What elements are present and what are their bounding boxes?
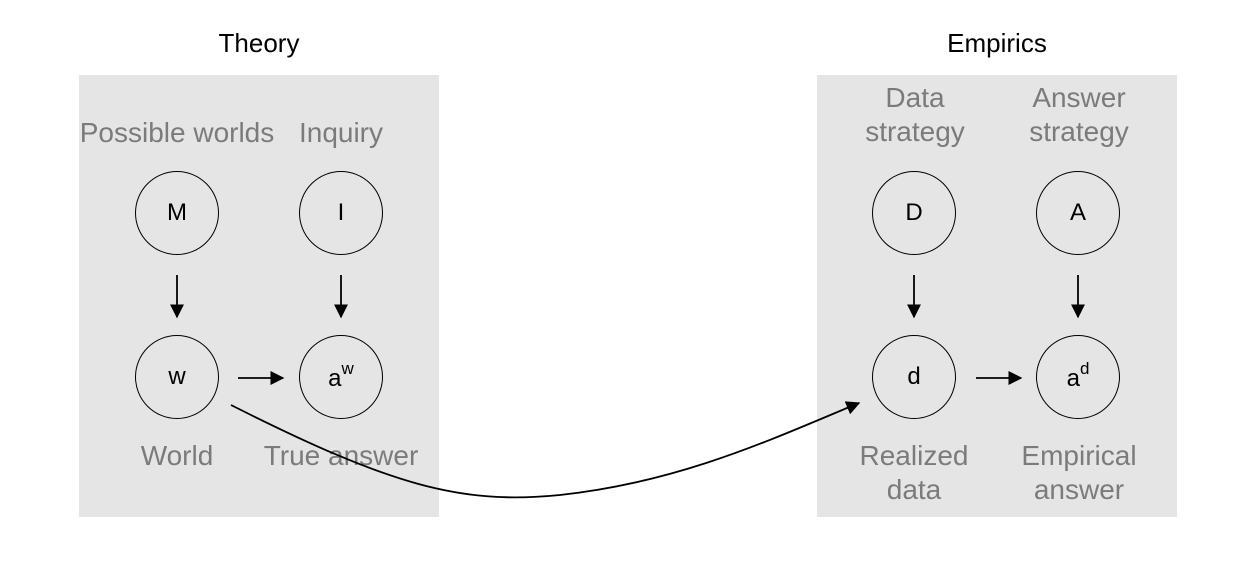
empirical-answer-line-2: answer <box>1033 474 1125 505</box>
answer-strategy-label: Answer strategy <box>1009 81 1149 149</box>
node-d-upper: D <box>872 171 956 255</box>
node-a-upper-text: A <box>1069 199 1086 226</box>
realized-data-line-1: Realized <box>859 440 969 471</box>
node-m-text: M <box>167 199 187 226</box>
node-a-d-base: a <box>1066 364 1080 392</box>
theory-panel <box>79 75 439 517</box>
world-label: World <box>140 440 214 471</box>
realized-data-label: Realized data <box>844 439 984 507</box>
node-a-d: ad <box>1036 335 1120 419</box>
empirics-panel <box>817 75 1177 517</box>
node-a-w: aw <box>299 335 383 419</box>
node-a-upper: A <box>1036 171 1120 255</box>
node-a-d-text: ad <box>1066 358 1090 393</box>
data-strategy-label: Data strategy <box>850 81 980 149</box>
theory-title: Theory <box>218 28 300 58</box>
node-d-lower-text: d <box>907 363 921 390</box>
answer-strategy-line-2: strategy <box>1029 116 1129 147</box>
node-i-text: I <box>337 199 345 226</box>
true-answer-label: True answer <box>263 440 419 471</box>
inquiry-label: Inquiry <box>298 117 384 148</box>
node-m: M <box>135 171 219 255</box>
node-a-w-base: a <box>328 364 342 392</box>
answer-strategy-line-1: Answer <box>1032 82 1126 113</box>
empirics-title: Empirics <box>947 28 1047 58</box>
node-a-d-superscript: d <box>1079 358 1090 378</box>
node-w: w <box>135 335 219 419</box>
node-d-upper-text: D <box>905 199 923 226</box>
realized-data-line-2: data <box>886 474 942 505</box>
node-a-w-superscript: w <box>341 358 354 378</box>
node-w-text: w <box>168 363 186 390</box>
possible-worlds-label: Possible worlds <box>79 117 275 148</box>
arrow-world-to-realized-data <box>230 401 861 499</box>
node-a-w-text: aw <box>328 358 354 393</box>
data-strategy-line-2: strategy <box>865 116 965 147</box>
node-d-lower: d <box>872 335 956 419</box>
node-i: I <box>299 171 383 255</box>
empirical-answer-label: Empirical answer <box>1004 439 1154 507</box>
empirical-answer-line-1: Empirical <box>1021 440 1137 471</box>
data-strategy-line-1: Data <box>885 82 945 113</box>
